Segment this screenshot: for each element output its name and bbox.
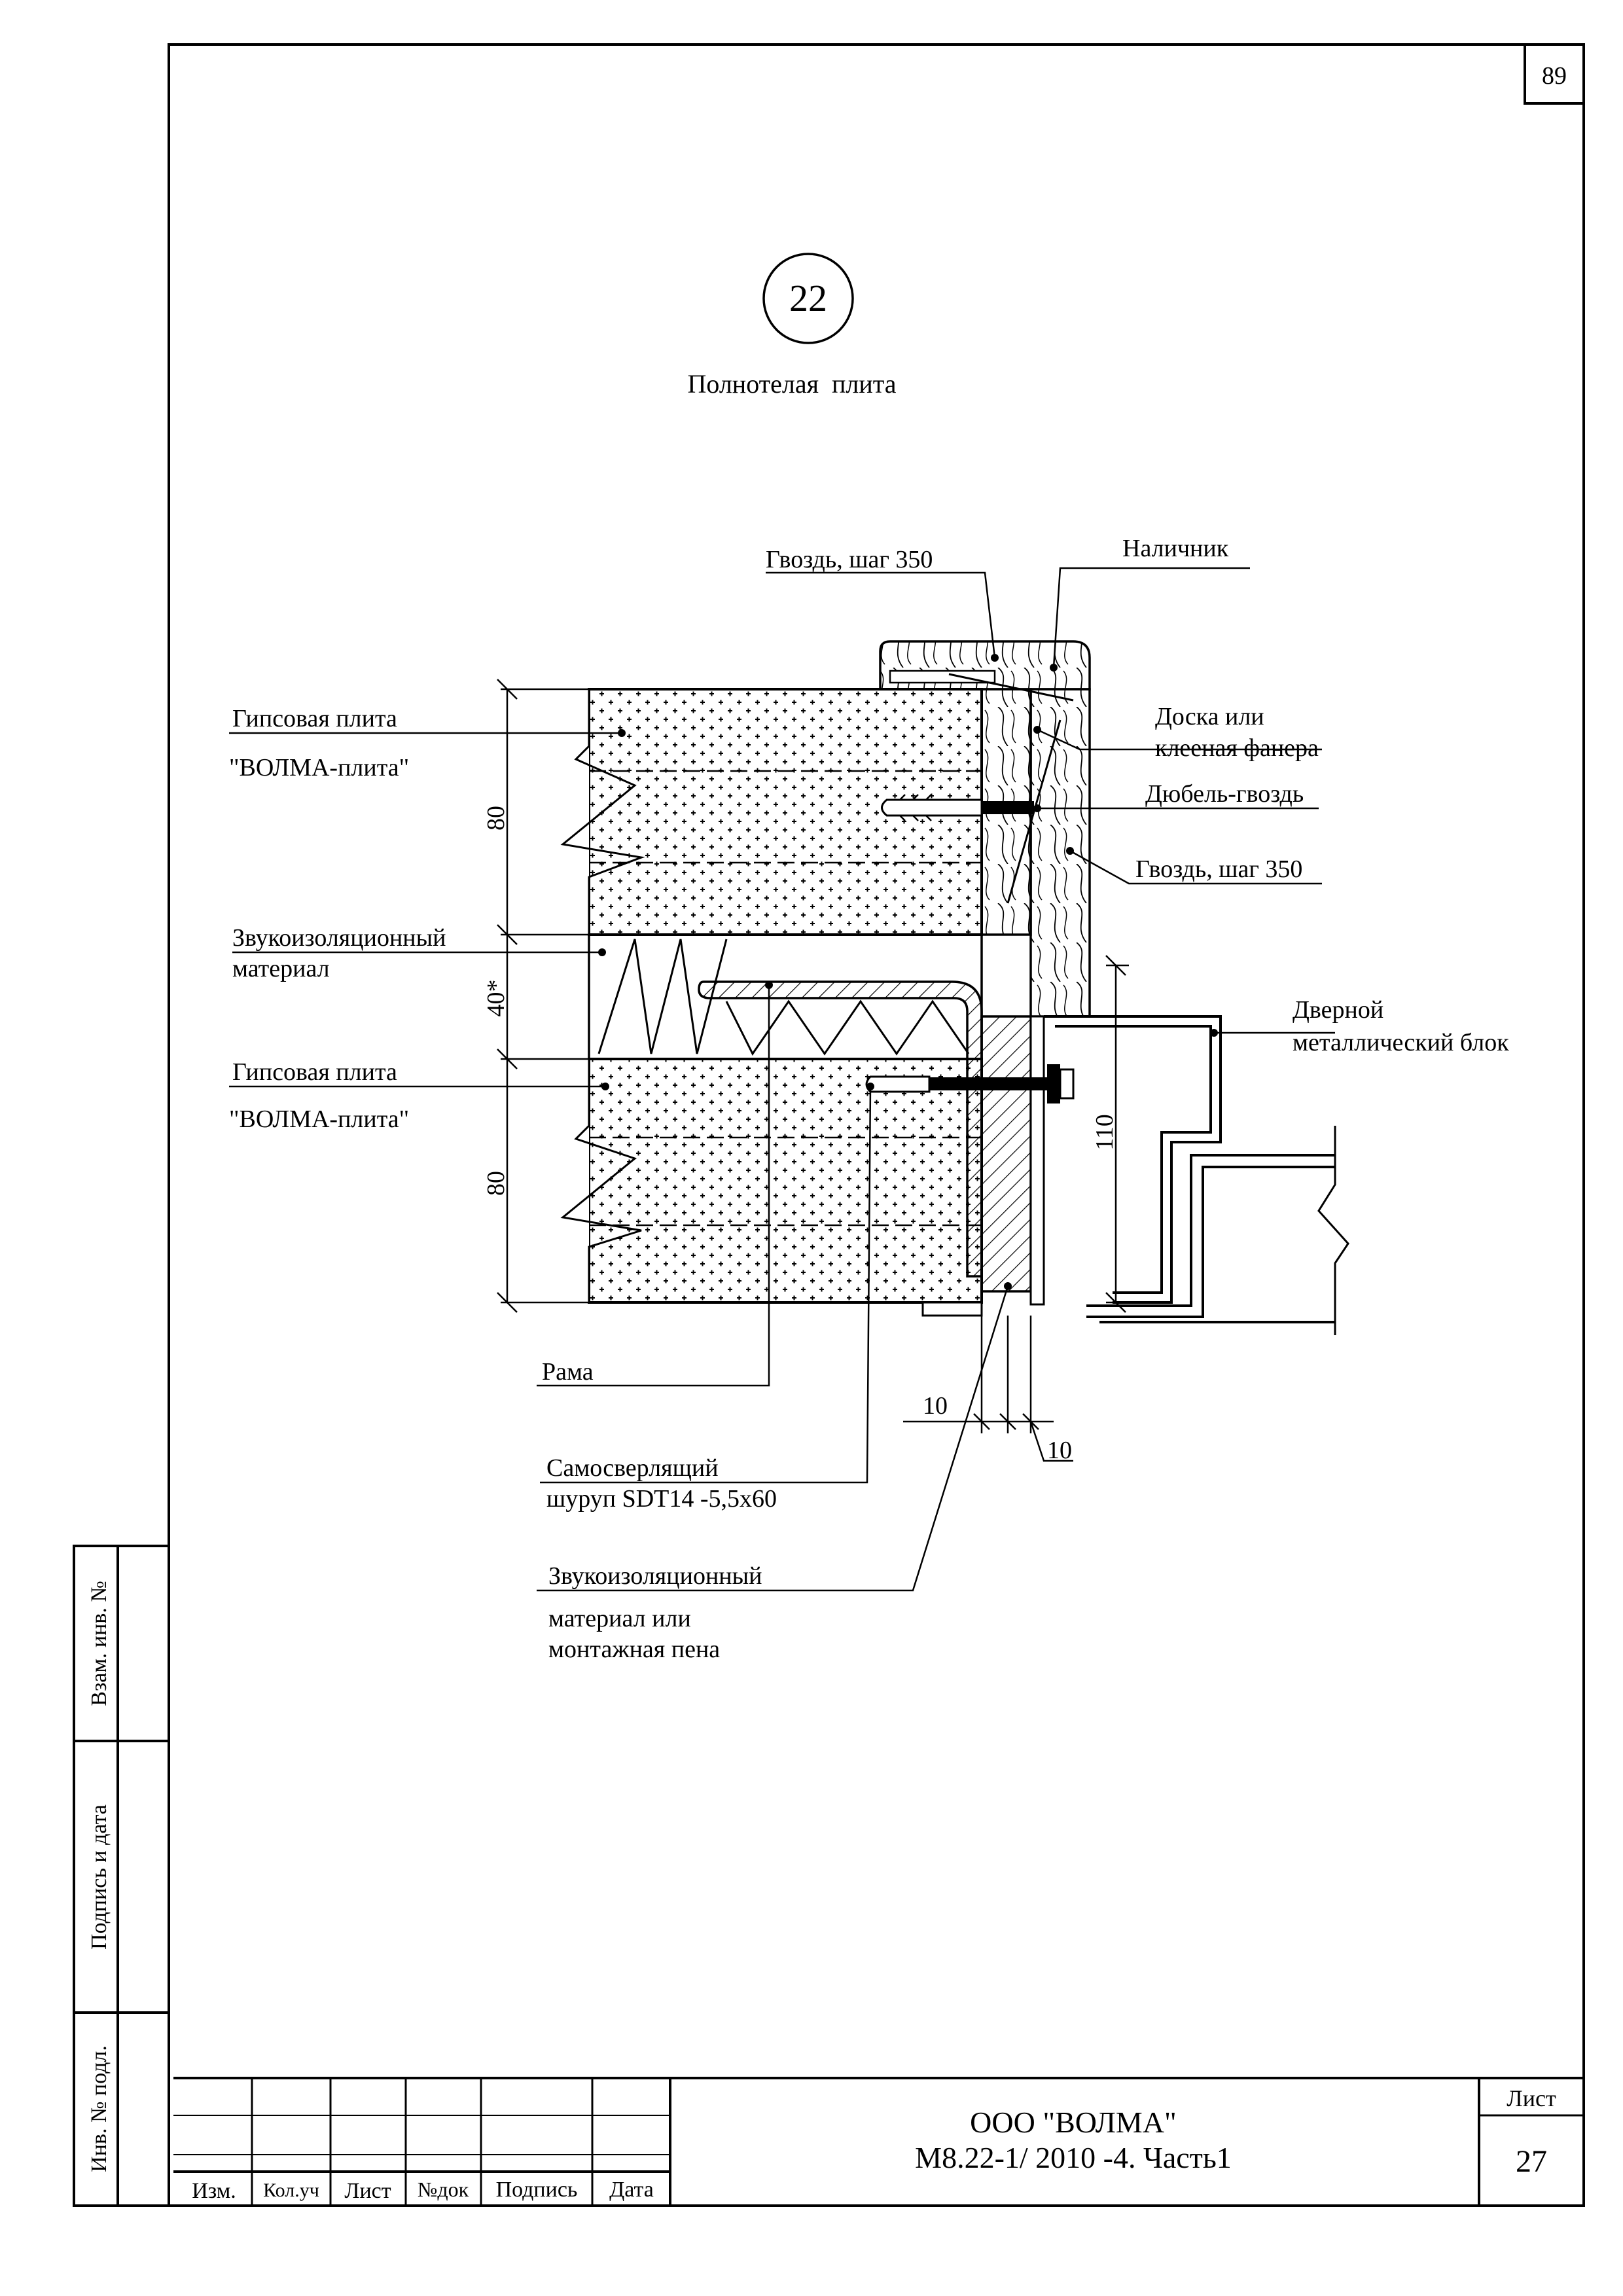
sheet-border — [168, 43, 1585, 2207]
label-sound-top-1: Звукоизоляционный — [232, 924, 446, 952]
label-sound-bot-2: материал или — [548, 1605, 691, 1632]
tb-sheet-number: 27 — [1516, 2144, 1547, 2179]
tb-document-code: М8.22-1/ 2010 -4. Часть1 — [915, 2141, 1232, 2174]
break-line-bottom — [560, 1059, 642, 1302]
metal-door-block — [1044, 1015, 1222, 1304]
stamp-field-sign-date: Подпись и дата — [87, 1804, 111, 1950]
label-sound-top-2: материал — [232, 955, 330, 982]
break-line-top — [560, 689, 645, 935]
label-frame: Рама — [542, 1358, 594, 1386]
detail-number-circle — [762, 253, 854, 344]
label-nail-mid: Гвоздь, шаг 350 — [1135, 855, 1302, 883]
detail-subtitle: Полнотелая плита — [687, 369, 896, 399]
filler-strip — [980, 1015, 1032, 1293]
leader-lines — [229, 567, 1335, 1592]
label-screw-2: шуруп SDT14 -5,5х60 — [546, 1485, 777, 1513]
section-drawing — [550, 640, 1349, 1335]
gypsum-slab-bottom — [588, 1058, 983, 1304]
tb-header-count: Кол.уч — [263, 2179, 319, 2201]
dim-top-slab: 80 — [482, 806, 510, 831]
label-door-1: Дверной — [1293, 996, 1383, 1024]
side-stamp — [73, 1545, 170, 2207]
stamp-field-replace-inv: Взам. инв. № — [87, 1581, 111, 1706]
label-gypsum-top-1: Гипсовая плита — [232, 705, 397, 732]
label-gypsum-top-2: "ВОЛМА-плита" — [229, 754, 409, 781]
label-board-2: клееная фанера — [1155, 734, 1319, 762]
tb-header-date: Дата — [609, 2178, 654, 2202]
label-door-2: металлический блок — [1293, 1029, 1509, 1056]
corner-number-box — [1524, 43, 1585, 105]
stamp-field-inv-original: Инв. № подл. — [87, 2045, 111, 2172]
dowel-nail — [881, 794, 1034, 821]
self-drilling-screw — [865, 1064, 1075, 1103]
dim-bottom-right: 10 — [1047, 1437, 1072, 1464]
label-board-1: Доска или — [1155, 703, 1264, 730]
label-screw-1: Самосверлящий — [546, 1454, 719, 1482]
tb-header-signature: Подпись — [496, 2178, 578, 2202]
door-frame-profile — [698, 980, 983, 1278]
dim-bottom-slab: 80 — [482, 1171, 510, 1196]
label-gypsum-bot-2: "ВОЛМА-плита" — [229, 1105, 409, 1133]
wood-board-2 — [1029, 688, 1091, 1018]
label-gypsum-bot-1: Гипсовая плита — [232, 1058, 397, 1086]
label-sound-bot-3: монтажная пена — [548, 1636, 720, 1663]
tb-header-change: Изм. — [192, 2179, 236, 2203]
label-dowel: Дюбель-гвоздь — [1145, 780, 1304, 808]
label-sound-bot-1: Звукоизоляционный — [548, 1562, 762, 1590]
dim-gap: 40* — [482, 980, 510, 1017]
tb-header-sheet: Лист — [344, 2179, 391, 2203]
tb-header-docnum: №док — [418, 2178, 469, 2201]
metal-door-leaf — [1086, 1154, 1335, 1323]
dimension-lines — [497, 679, 1129, 1462]
tb-sheet-label: Лист — [1507, 2085, 1556, 2111]
label-nail-top: Гвоздь, шаг 350 — [766, 546, 933, 573]
tb-company: ООО "ВОЛМА" — [970, 2106, 1177, 2139]
dim-right-height: 110 — [1091, 1114, 1118, 1151]
title-block — [173, 2077, 1584, 2206]
detail-number: 22 — [789, 277, 827, 319]
label-casing: Наличник — [1122, 535, 1229, 562]
dim-bottom-left: 10 — [923, 1392, 948, 1420]
corner-number: 89 — [1542, 62, 1567, 90]
